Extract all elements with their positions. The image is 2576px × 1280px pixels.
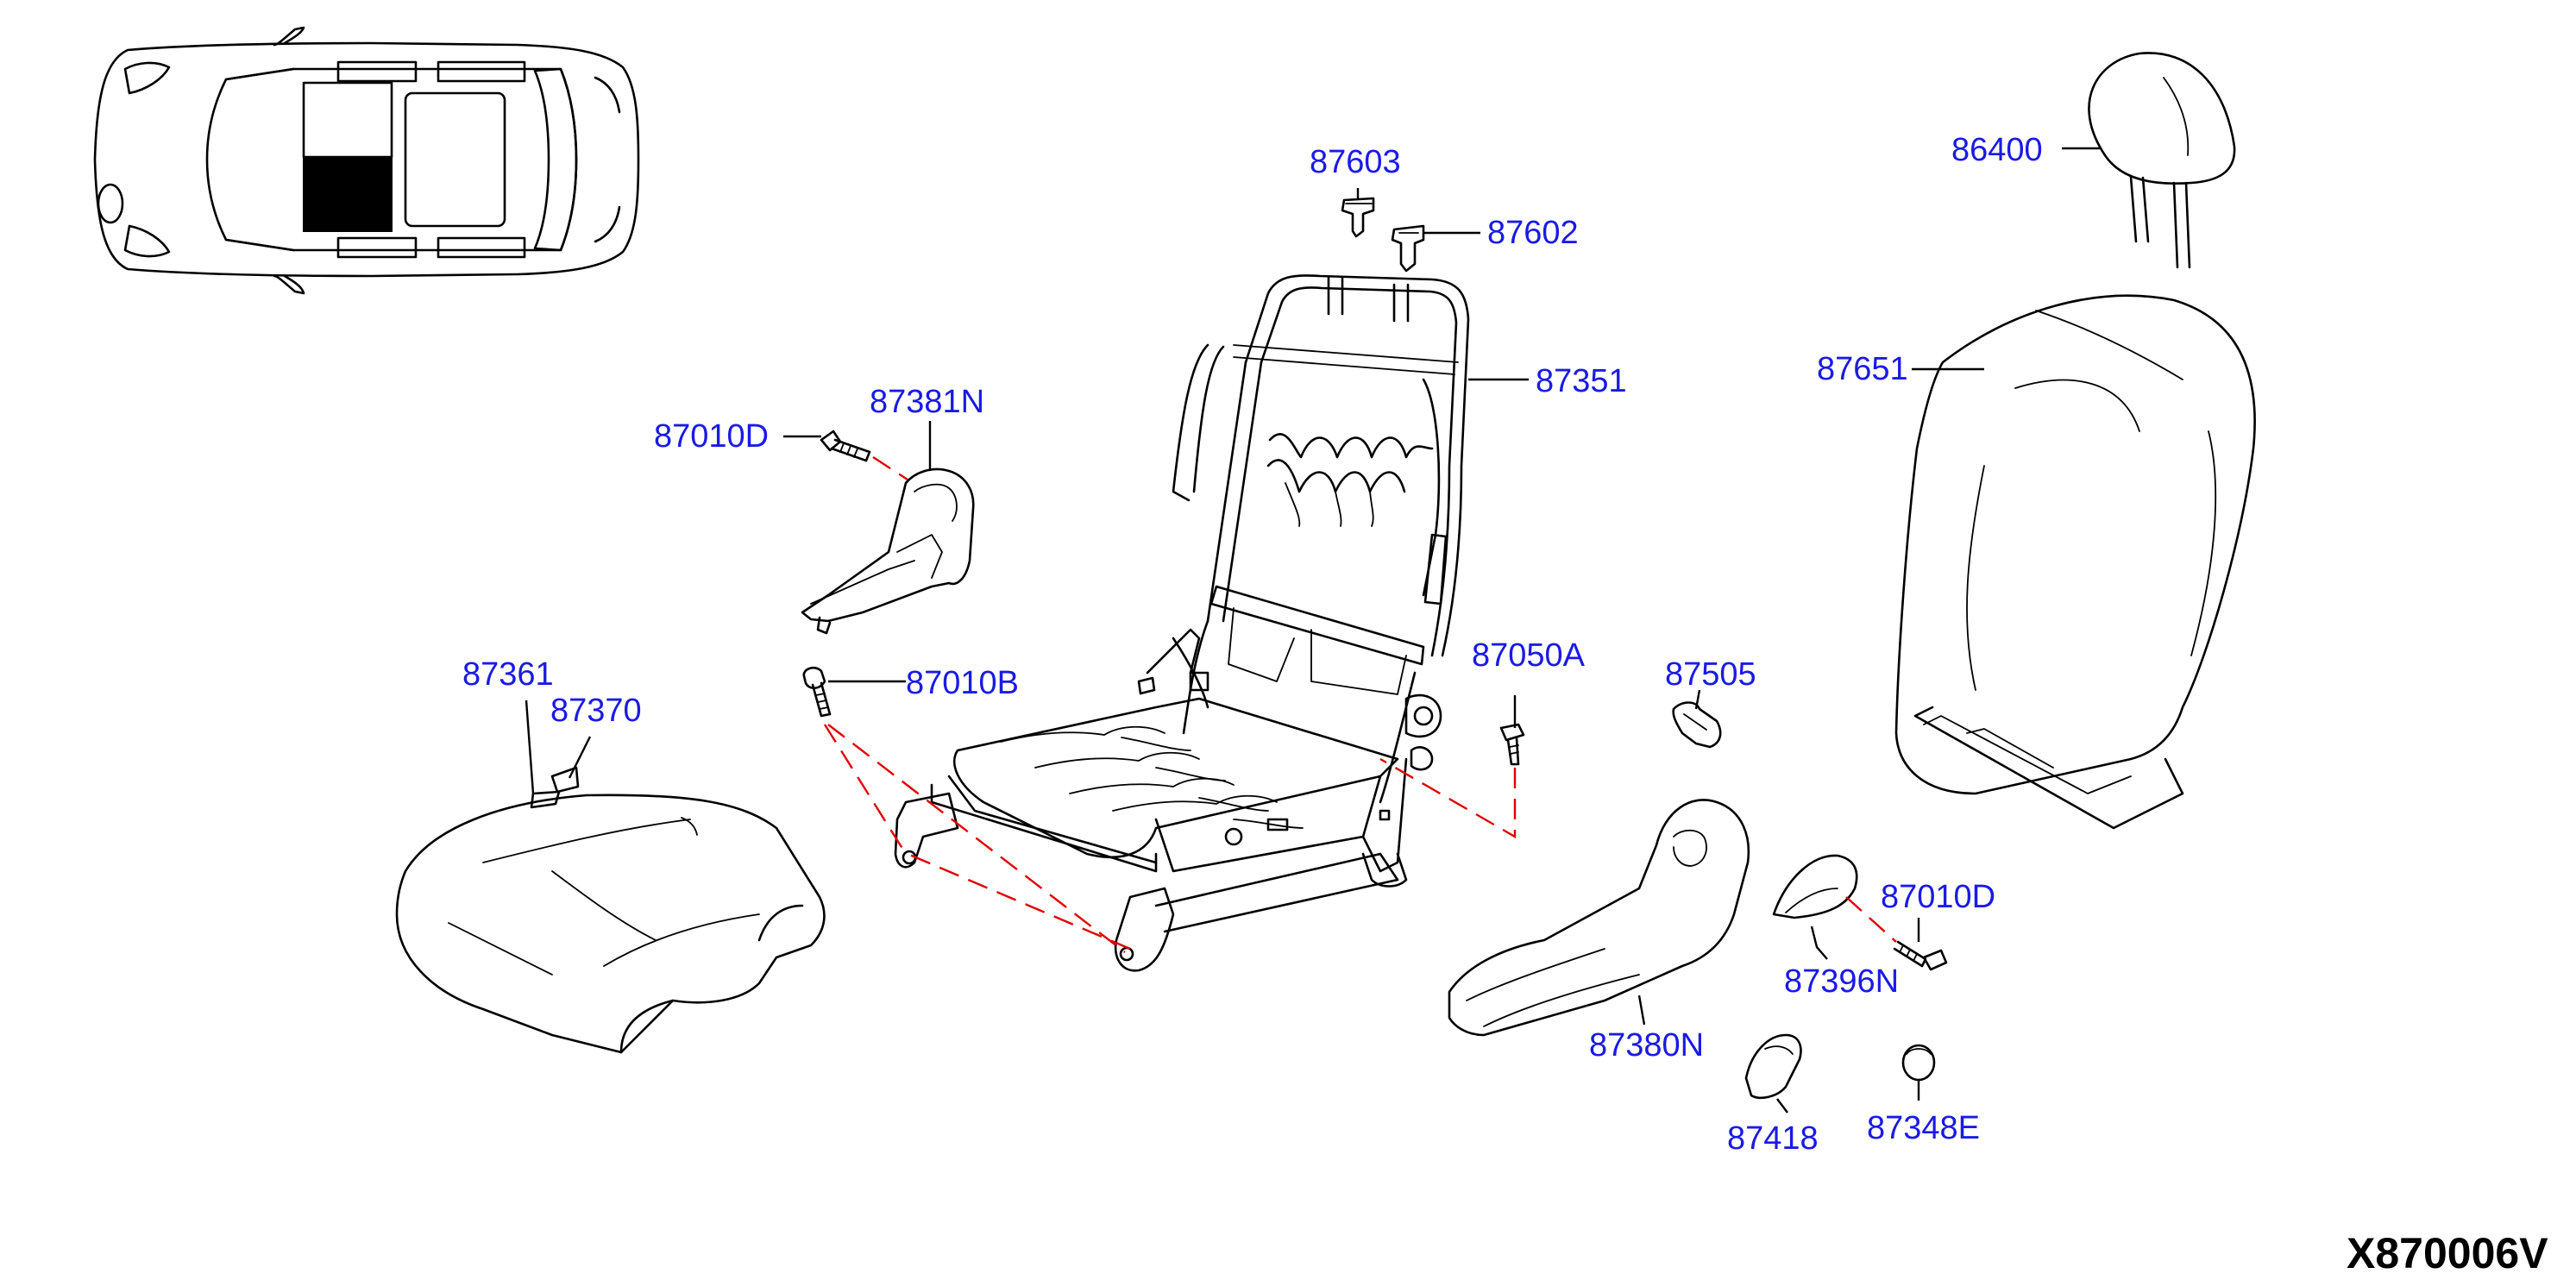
clip-87505: [1672, 701, 1722, 749]
finisher-87381n: [801, 467, 975, 635]
clip-87361: [530, 790, 561, 809]
label-86400[interactable]: 86400: [1951, 132, 2043, 168]
bolt-87010d-lower: [1893, 940, 1948, 971]
label-87381n[interactable]: 87381N: [870, 384, 984, 420]
bolt-87050a: [1499, 723, 1525, 766]
label-87348e[interactable]: 87348E: [1867, 1110, 1980, 1146]
bolt-87010b: [802, 666, 832, 718]
label-87396n[interactable]: 87396N: [1784, 963, 1899, 1000]
label-87370[interactable]: 87370: [550, 693, 642, 729]
alignment-dashed-lines: [823, 455, 1897, 953]
bolt-87010d-upper: [820, 430, 871, 462]
seatback-pad-87651: [1894, 294, 2256, 830]
highlighted-seat-location: [303, 156, 393, 232]
label-87010d-lower[interactable]: 87010D: [1881, 879, 1995, 915]
car-locator-illustration: [93, 26, 640, 295]
cap-87348e: [1901, 1044, 1936, 1082]
knob-87418: [1744, 1033, 1802, 1099]
clip-87370: [550, 766, 580, 794]
headrest-86400: [2088, 52, 2236, 269]
diagram-code: X870006V: [2347, 1229, 2548, 1277]
seat-cushion-pad-87361: [395, 766, 826, 1054]
knob-87396n: [1772, 854, 1858, 919]
label-87010b[interactable]: 87010B: [906, 665, 1019, 701]
clip-87602: [1391, 224, 1425, 273]
label-87602[interactable]: 87602: [1487, 215, 1579, 251]
label-87505[interactable]: 87505: [1665, 656, 1756, 693]
label-87418[interactable]: 87418: [1727, 1120, 1819, 1157]
label-87651[interactable]: 87651: [1817, 351, 1908, 387]
label-87380n[interactable]: 87380N: [1589, 1027, 1704, 1064]
seatback-frame-87351: [1172, 274, 1470, 804]
label-87603[interactable]: 87603: [1310, 144, 1401, 180]
label-87010d-upper[interactable]: 87010D: [654, 418, 769, 455]
label-87361[interactable]: 87361: [462, 656, 554, 693]
label-87351[interactable]: 87351: [1536, 363, 1627, 399]
side-cover-87380n: [1448, 799, 1750, 1037]
clip-87603: [1341, 197, 1375, 238]
leader-lines: [525, 147, 2102, 1114]
label-87050a[interactable]: 87050A: [1472, 637, 1586, 674]
